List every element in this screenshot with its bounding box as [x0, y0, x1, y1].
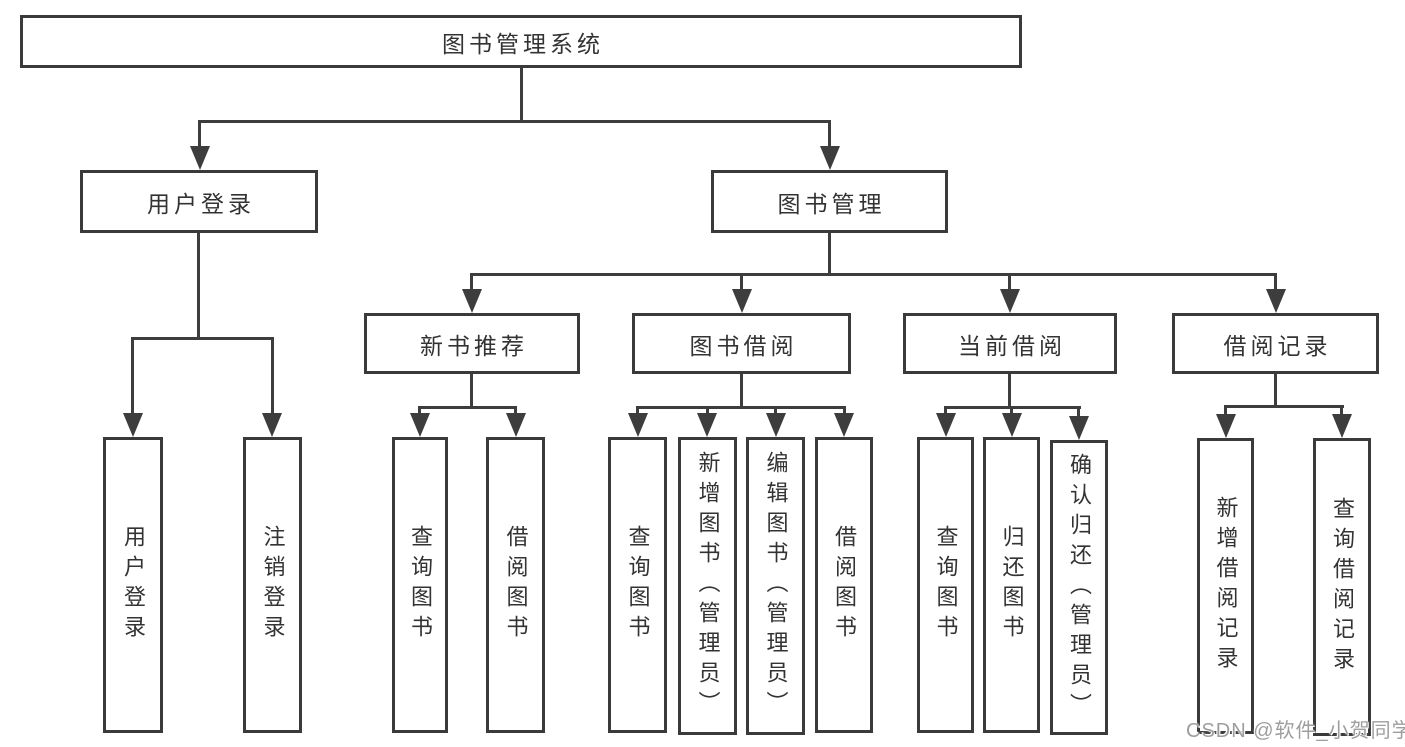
- connector-line: [514, 406, 517, 415]
- arrowhead-icon: [628, 413, 648, 437]
- connector-line: [944, 406, 947, 415]
- arrowhead-icon: [697, 413, 717, 437]
- connector-line: [198, 120, 831, 123]
- node-cb-query-books-label: 查询图书: [933, 525, 959, 645]
- connector-line: [1224, 405, 1344, 408]
- arrowhead-icon: [936, 413, 956, 437]
- connector-line: [828, 233, 831, 273]
- connector-line: [740, 273, 743, 291]
- arrowhead-icon: [462, 289, 482, 313]
- node-login: 用户登录: [103, 437, 163, 733]
- connector-line: [470, 273, 473, 291]
- node-bb-add-books-label: 新增图书（管理员）: [695, 451, 721, 721]
- node-logout: 注销登录: [243, 437, 302, 733]
- connector-line: [740, 374, 743, 406]
- node-cb-confirm-return-label: 确认归还（管理员）: [1067, 452, 1092, 723]
- node-user-login: 用户登录: [80, 170, 318, 233]
- arrowhead-icon: [1266, 289, 1286, 313]
- node-root-label: 图书管理系统: [442, 30, 604, 57]
- node-book-borrow: 图书借阅: [632, 313, 851, 374]
- node-new-book-rec-label: 新书推荐: [420, 332, 528, 359]
- node-book-mgmt-label: 图书管理: [777, 190, 886, 217]
- node-current-borrow-label: 当前借阅: [958, 332, 1066, 359]
- arrowhead-icon: [766, 413, 786, 437]
- node-borrow-records: 借阅记录: [1172, 313, 1379, 374]
- connector-line: [774, 406, 777, 415]
- connector-line: [1008, 374, 1011, 406]
- connector-line: [470, 273, 1277, 276]
- arrowhead-icon: [1332, 414, 1352, 438]
- node-cb-query-books: 查询图书: [917, 437, 974, 733]
- connector-line: [706, 406, 709, 415]
- arrowhead-icon: [123, 413, 143, 437]
- node-bb-borrow-books-label: 借阅图书: [832, 525, 857, 645]
- node-new-book-rec: 新书推荐: [364, 313, 580, 374]
- arrowhead-icon: [732, 289, 752, 313]
- node-cb-confirm-return: 确认归还（管理员）: [1050, 440, 1108, 735]
- node-bb-query-books-label: 查询图书: [625, 525, 651, 645]
- connector-line: [843, 406, 846, 415]
- node-br-query-record: 查询借阅记录: [1313, 438, 1371, 736]
- node-bb-edit-books-label: 编辑图书（管理员）: [763, 451, 789, 721]
- connector-line: [418, 406, 517, 409]
- connector-line: [1077, 406, 1080, 418]
- node-bb-add-books: 新增图书（管理员）: [678, 437, 737, 735]
- connector-line: [1224, 405, 1227, 415]
- node-rec-query-books: 查询图书: [392, 437, 448, 733]
- node-rec-query-books-label: 查询图书: [408, 525, 433, 645]
- arrowhead-icon: [506, 413, 526, 437]
- connector-line: [1274, 273, 1277, 291]
- node-book-mgmt: 图书管理: [711, 170, 948, 233]
- connector-line: [470, 374, 473, 406]
- node-logout-label: 注销登录: [260, 525, 286, 645]
- node-current-borrow: 当前借阅: [903, 313, 1117, 374]
- connector-line: [636, 406, 846, 409]
- node-cb-return-books-label: 归还图书: [999, 525, 1025, 645]
- connector-line: [271, 337, 274, 413]
- arrowhead-icon: [834, 413, 854, 437]
- node-br-add-record: 新增借阅记录: [1197, 438, 1254, 734]
- connector-line: [1274, 374, 1277, 405]
- node-user-login-label: 用户登录: [147, 190, 255, 217]
- arrowhead-icon: [1069, 416, 1089, 440]
- connector-line: [1010, 406, 1013, 415]
- arrowhead-icon: [1216, 414, 1236, 438]
- node-br-add-record-label: 新增借阅记录: [1213, 496, 1239, 676]
- arrowhead-icon: [1000, 289, 1020, 313]
- connector-line: [131, 337, 134, 413]
- arrowhead-icon: [410, 413, 430, 437]
- node-bb-edit-books: 编辑图书（管理员）: [746, 437, 805, 735]
- connector-line: [418, 406, 421, 415]
- node-rec-borrow-books-label: 借阅图书: [503, 525, 529, 645]
- node-borrow-records-label: 借阅记录: [1223, 332, 1332, 359]
- node-br-query-record-label: 查询借阅记录: [1330, 497, 1355, 677]
- node-book-borrow-label: 图书借阅: [689, 332, 798, 359]
- arrowhead-icon: [262, 413, 282, 437]
- arrowhead-icon: [820, 146, 840, 170]
- connector-line: [198, 120, 201, 148]
- connector-line: [520, 68, 523, 122]
- node-cb-return-books: 归还图书: [983, 437, 1040, 733]
- watermark-text: CSDN @软件_小贺同学: [1186, 720, 1405, 742]
- node-bb-query-books: 查询图书: [608, 437, 667, 733]
- connector-line: [636, 406, 639, 415]
- arrowhead-icon: [1002, 413, 1022, 437]
- arrowhead-icon: [190, 146, 210, 170]
- node-bb-borrow-books: 借阅图书: [815, 437, 873, 733]
- connector-line: [197, 233, 200, 337]
- connector-line: [1008, 273, 1011, 291]
- connector-line: [828, 120, 831, 148]
- node-login-label: 用户登录: [121, 525, 146, 645]
- node-rec-borrow-books: 借阅图书: [486, 437, 545, 733]
- node-root: 图书管理系统: [20, 15, 1022, 68]
- connector-line: [131, 337, 274, 340]
- connector-line: [1340, 405, 1343, 415]
